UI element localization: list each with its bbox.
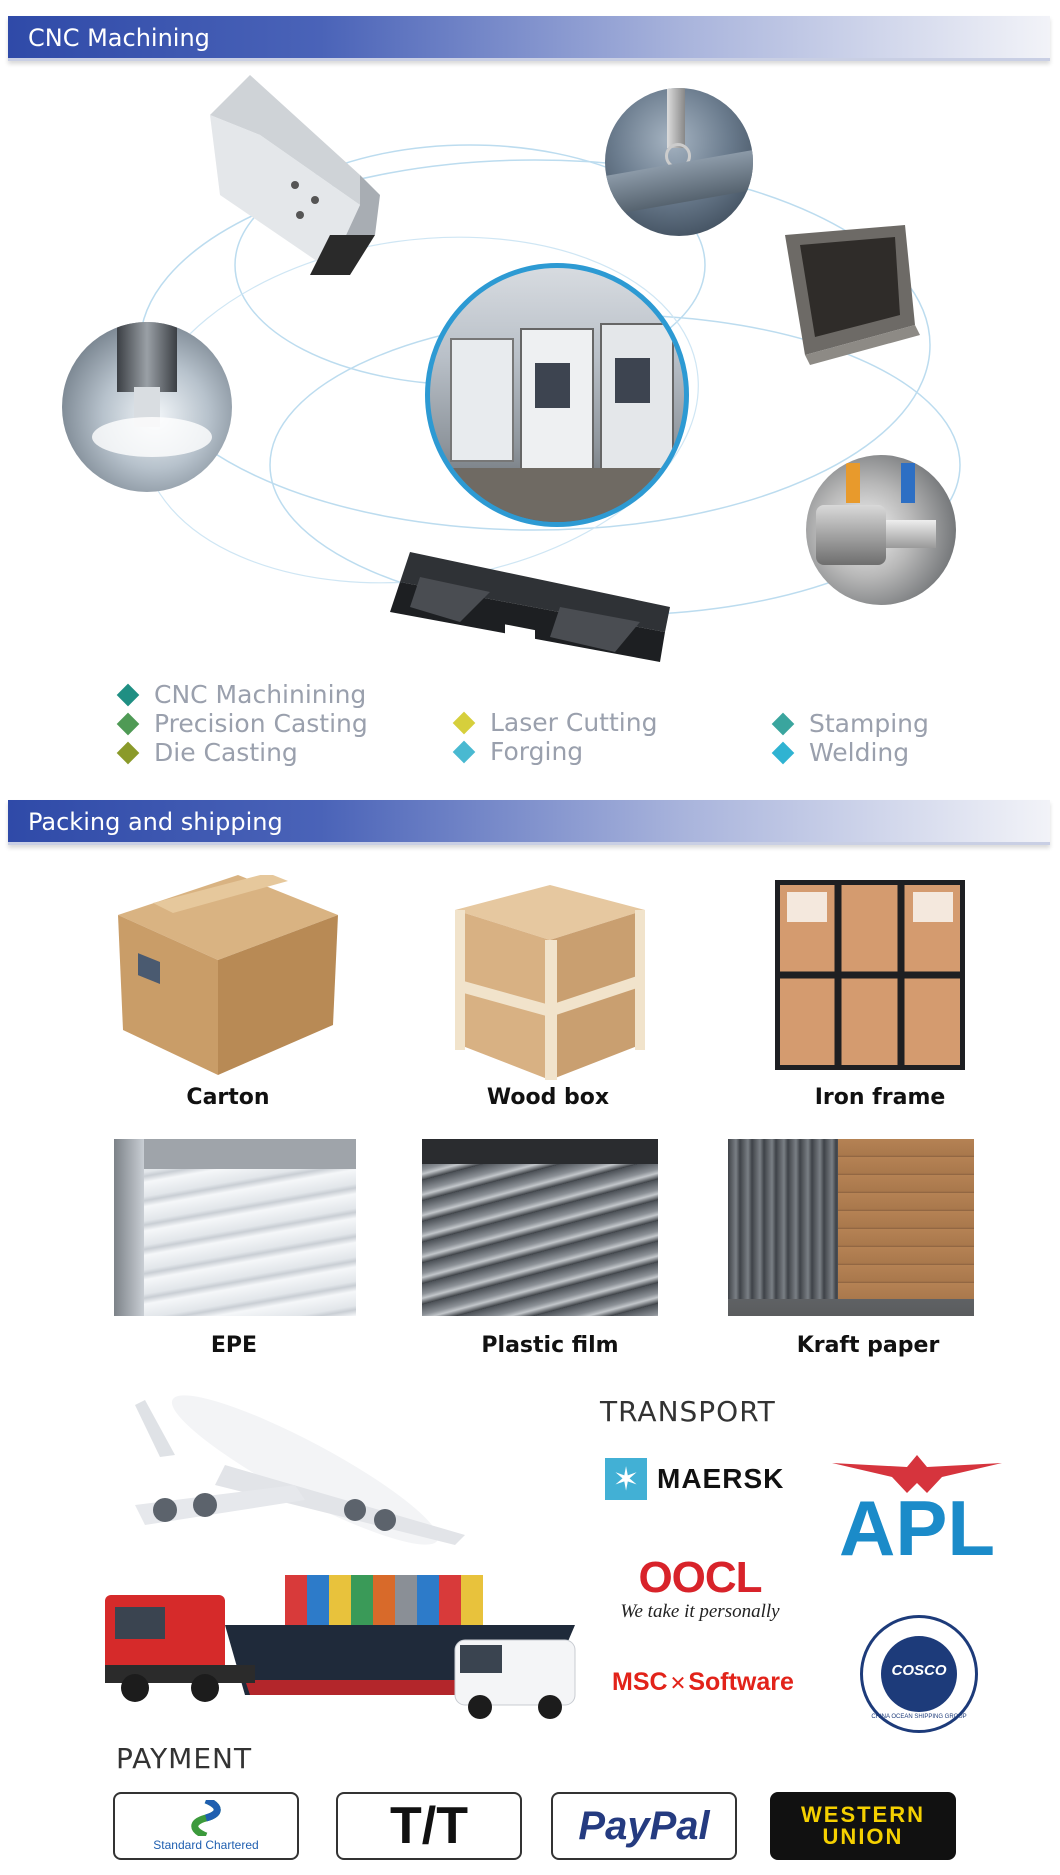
maersk-logo: ✶ MAERSK [605, 1458, 784, 1500]
maersk-wordmark: MAERSK [657, 1463, 785, 1494]
cnc-section-header: CNC Machining [8, 16, 1050, 61]
western-union-wordmark-1: WESTERN [801, 1802, 925, 1827]
tt-logo: T/T [336, 1792, 522, 1860]
diamond-bullet-icon [116, 683, 140, 706]
legend-label: Forging [490, 737, 584, 766]
cosco-inner-badge [881, 1636, 957, 1712]
msc-wordmark: MSC [612, 1668, 668, 1696]
drilling-photo [605, 88, 753, 236]
wood-box-image [455, 885, 645, 1080]
factory-photo [425, 263, 689, 527]
legend-label: Die Casting [154, 738, 298, 767]
paypal-wordmark: PayPal [578, 1803, 710, 1848]
legend-label: CNC Machinining [154, 680, 367, 709]
oocl-logo: OOCL We take it personally [610, 1555, 790, 1623]
apl-logo: APL [832, 1455, 1002, 1572]
payment-heading: PAYMENT [116, 1742, 253, 1775]
legend-item-laser-cutting: Laser Cutting [452, 708, 658, 737]
msc-software-wordmark: Software [688, 1668, 794, 1696]
carton-image [118, 875, 338, 1075]
diamond-bullet-icon [116, 712, 140, 735]
legend-label: Welding [809, 738, 910, 767]
apl-wordmark: APL [839, 1484, 995, 1572]
standard-chartered-icon [191, 1800, 221, 1836]
standard-chartered-logo: Standard Chartered [113, 1792, 299, 1860]
epe-label: EPE [210, 1333, 258, 1358]
paypal-logo: PayPal [551, 1792, 737, 1860]
msc-swoosh-icon: ✕ [669, 1673, 687, 1695]
oocl-wordmark: OOCL [638, 1553, 762, 1602]
lathe-chuck-photo [806, 455, 956, 605]
diamond-bullet-icon [771, 712, 795, 735]
cosco-wordmark: COSCO [891, 1662, 947, 1679]
cnc-section-title: CNC Machining [28, 24, 210, 52]
legend-item-precision-casting: Precision Casting [116, 709, 368, 738]
legend-label: Laser Cutting [490, 708, 658, 737]
legend-label: Stamping [809, 709, 929, 738]
plastic-film-photo [422, 1139, 658, 1316]
cosco-ring-text: CHINA OCEAN SHIPPING GROUP [871, 1714, 967, 1720]
carton-label: Carton [186, 1085, 270, 1110]
standard-chartered-wordmark: Standard Chartered [153, 1838, 259, 1852]
legend-label: Precision Casting [154, 709, 368, 738]
aluminum-profile-image [210, 75, 380, 275]
kraft-paper-label: Kraft paper [796, 1333, 940, 1358]
apl-eagle-icon [832, 1455, 1002, 1493]
oocl-tagline: We take it personally [620, 1601, 780, 1622]
square-tube-image [785, 225, 920, 365]
legend-item-forging: Forging [452, 737, 584, 766]
packing-section-title: Packing and shipping [28, 808, 283, 836]
plastic-film-label: Plastic film [481, 1333, 619, 1358]
packing-section-header: Packing and shipping [8, 800, 1050, 845]
legend-item-welding: Welding [771, 738, 910, 767]
tt-wordmark: T/T [390, 1797, 468, 1855]
iron-frame-label: Iron frame [814, 1085, 946, 1110]
diamond-bullet-icon [116, 741, 140, 764]
legend-item-stamping: Stamping [771, 709, 929, 738]
black-bracket-image [390, 552, 670, 662]
western-union-logo: WESTERN UNION [770, 1792, 956, 1860]
legend-item-die-casting: Die Casting [116, 738, 298, 767]
transport-vehicles-image [105, 1395, 576, 1719]
western-union-wordmark-2: UNION [822, 1824, 904, 1849]
kraft-paper-photo [728, 1139, 974, 1316]
iron-frame-image [775, 880, 965, 1070]
epe-photo [114, 1139, 356, 1316]
transport-heading: TRANSPORT [600, 1395, 776, 1428]
cosco-logo: COSCO CHINA OCEAN SHIPPING GROUP [860, 1615, 978, 1733]
diamond-bullet-icon [452, 711, 476, 734]
diamond-bullet-icon [452, 740, 476, 763]
msc-software-logo: MSC ✕ Software [612, 1668, 794, 1697]
coolant-cutting-photo [62, 322, 232, 492]
diamond-bullet-icon [771, 741, 795, 764]
legend-item-cnc-machining: CNC Machinining [116, 680, 367, 709]
maersk-star-icon: ✶ [605, 1458, 647, 1500]
wood-box-label: Wood box [486, 1085, 610, 1110]
